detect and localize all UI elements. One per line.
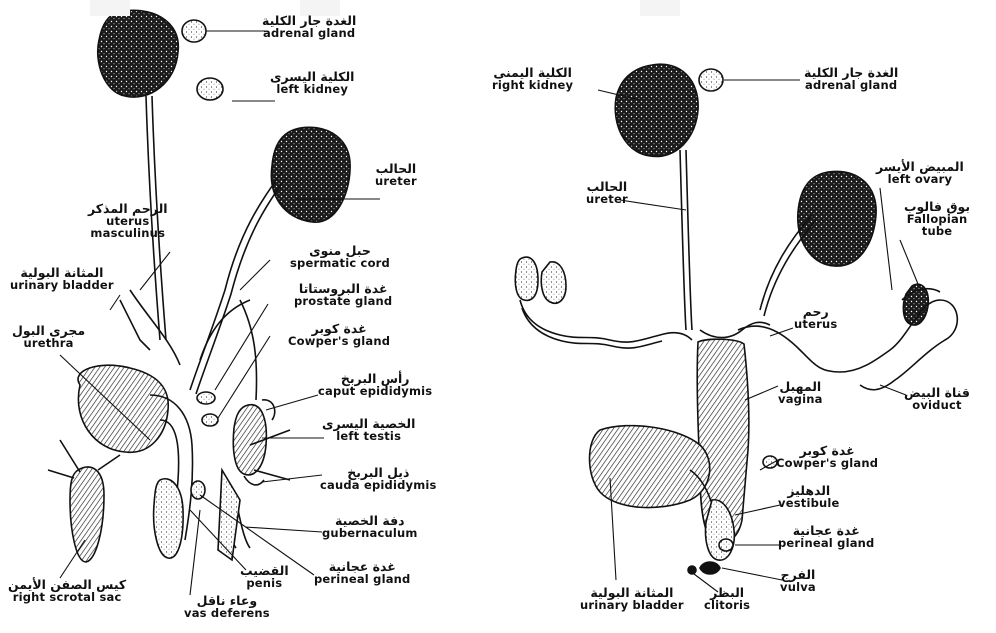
label-female-ureter: الحالب ureter [586, 180, 628, 205]
female-uterus [700, 322, 770, 337]
label-male-caput-epididymis: رأس البربخ caput epididymis [318, 372, 432, 397]
label-male-vas-deferens: وعاء ناقل vas deferens [184, 594, 270, 619]
label-female-right-kidney-en: right kidney [492, 79, 573, 91]
label-female-vagina-en: vagina [778, 393, 823, 405]
label-female-vulva: الفرج vulva [780, 568, 816, 593]
label-male-cauda-epididymis-en: cauda epididymis [320, 479, 437, 491]
label-female-adrenal-gland: الغدة جار الكلية adrenal gland [804, 66, 898, 91]
female-perineal-gland [719, 539, 733, 551]
label-female-left-ovary: المبيض الأيسر left ovary [876, 160, 964, 185]
label-male-perineal-gland-en: perineal gland [314, 573, 411, 585]
label-male-uterus-masculinus-en2: masculinus [88, 227, 168, 239]
label-female-clitoris: البظر clitoris [704, 586, 750, 611]
label-female-right-kidney: الكلية اليمنى right kidney [492, 66, 573, 91]
label-male-prostate-gland-en: prostate gland [294, 295, 392, 307]
male-penis [154, 479, 183, 558]
male-prostate-gland [197, 392, 215, 404]
label-female-perineal-gland-en: perineal gland [778, 537, 875, 549]
male-left-ureter [190, 172, 286, 394]
male-cowpers-gland [202, 414, 218, 426]
label-male-adrenal-gland: الغدة جار الكلية adrenal gland [262, 14, 356, 39]
label-female-cowpers-gland: غدة كوبر Cowper's gland [776, 444, 878, 469]
label-female-oviduct: قناة البيض oviduct [904, 386, 970, 411]
male-left-testis [233, 405, 266, 475]
label-male-perineal-gland: غدة عجانية perineal gland [314, 560, 411, 585]
label-male-penis-en: penis [240, 577, 289, 589]
label-male-left-testis: الخصية اليسرى left testis [322, 417, 415, 442]
male-left-adrenal-gland [197, 78, 223, 100]
label-male-spermatic-cord: حبل منوى spermatic cord [290, 244, 390, 269]
male-left-kidney [271, 127, 350, 222]
male-adrenal-gland [182, 20, 206, 42]
label-male-urethra-en: urethra [12, 337, 85, 349]
label-male-left-testis-en: left testis [322, 430, 415, 442]
label-female-cowpers-gland-en: Cowper's gland [776, 457, 878, 469]
female-left-ureter [760, 215, 816, 316]
label-male-urethra: مجرى البول urethra [12, 324, 85, 349]
label-female-adrenal-gland-en: adrenal gland [804, 79, 898, 91]
female-right-ureter [680, 150, 692, 330]
label-female-oviduct-en: oviduct [904, 399, 970, 411]
male-right-kidney [98, 10, 179, 97]
label-male-cauda-epididymis: ذيل البربخ cauda epididymis [320, 466, 437, 491]
watermark [90, 0, 680, 16]
label-female-urinary-bladder: المثانة البولية urinary bladder [580, 586, 684, 611]
label-female-urinary-bladder-en: urinary bladder [580, 599, 684, 611]
male-cauda-epididymis [244, 476, 264, 485]
label-male-urinary-bladder: المثانة البولية urinary bladder [10, 266, 114, 291]
label-female-vestibule-en: vestibule [778, 497, 840, 509]
label-male-gubernaculum-en: gubernaculum [322, 527, 418, 539]
label-female-vulva-en: vulva [780, 581, 816, 593]
label-male-urinary-bladder-en: urinary bladder [10, 279, 114, 291]
label-male-right-scrotal-sac: كيس الصفن الأيمن right scrotal sac [8, 578, 126, 603]
label-female-uterus: رحم uterus [794, 305, 837, 330]
female-vulva [700, 562, 720, 574]
label-male-left-kidney-en: left kidney [270, 83, 354, 95]
label-female-vestibule: الدهليز vestibule [778, 484, 840, 509]
label-male-uterus-masculinus: الرحم المذكر uterus masculinus [88, 202, 168, 239]
label-male-prostate-gland: غدة البروستاتا prostate gland [294, 282, 392, 307]
label-female-clitoris-en: clitoris [704, 599, 750, 611]
label-male-left-kidney: الكلية اليسرى left kidney [270, 70, 354, 95]
label-female-uterus-en: uterus [794, 318, 837, 330]
label-male-vas-deferens-en: vas deferens [184, 607, 270, 619]
label-male-cowpers-gland: غدة كوبر Cowper's gland [288, 322, 390, 347]
label-male-spermatic-cord-en: spermatic cord [290, 257, 390, 269]
label-male-gubernaculum: دفة الخصية gubernaculum [322, 514, 418, 539]
female-adrenal-gland [699, 69, 723, 91]
female-right-kidney [615, 64, 698, 156]
female-right-ovary [515, 257, 538, 300]
male-perineal-gland [191, 481, 205, 499]
label-female-left-ovary-en: left ovary [876, 173, 964, 185]
label-female-vagina: المهبل vagina [778, 380, 823, 405]
male-right-scrotal-sac [70, 467, 104, 562]
male-urinary-bladder [78, 365, 168, 452]
label-female-perineal-gland: غدة عجانية perineal gland [778, 524, 875, 549]
label-male-penis: القضيب penis [240, 564, 289, 589]
label-male-caput-epididymis-en: caput epididymis [318, 385, 432, 397]
label-female-ureter-en: ureter [586, 193, 628, 205]
label-male-adrenal-gland-en: adrenal gland [262, 27, 356, 39]
female-system [515, 64, 957, 592]
female-clitoris [688, 566, 696, 574]
female-leader-lines [598, 80, 918, 592]
label-male-ureter-en: ureter [375, 175, 417, 187]
label-female-fallopian-tube: بوق فالوب Fallopian tube [904, 200, 970, 237]
female-urinary-bladder [590, 426, 710, 508]
label-male-cowpers-gland-en: Cowper's gland [288, 335, 390, 347]
label-female-fallopian-tube-en2: tube [904, 225, 970, 237]
label-male-ureter: الحالب ureter [375, 162, 417, 187]
label-male-right-scrotal-sac-en: right scrotal sac [8, 591, 126, 603]
